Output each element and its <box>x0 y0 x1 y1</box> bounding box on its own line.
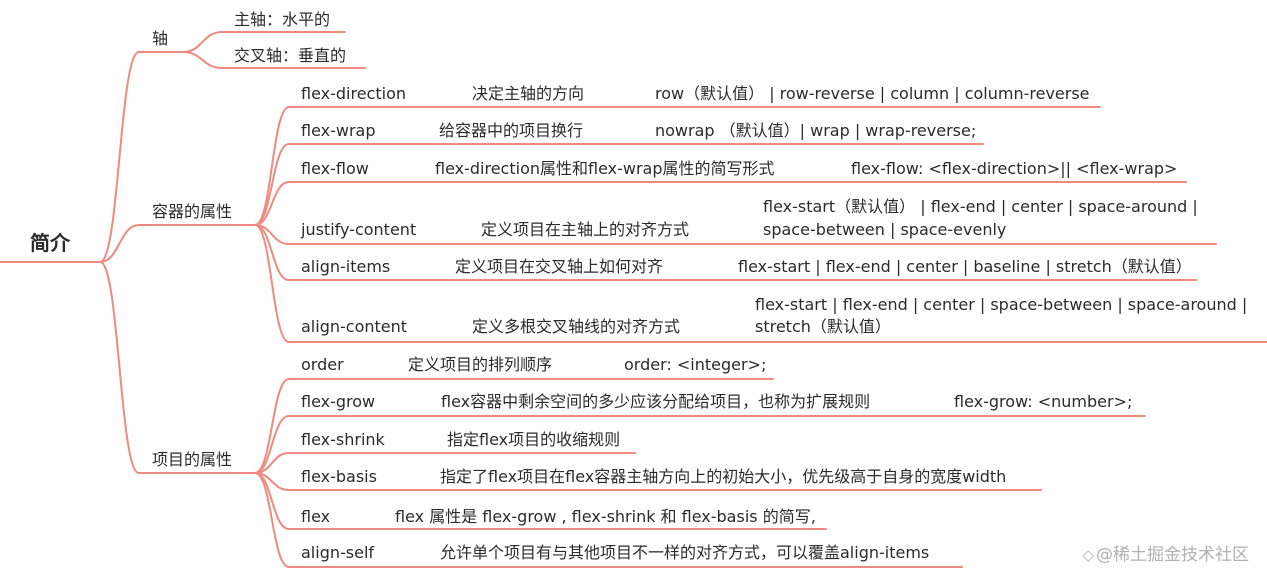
child-connector <box>254 224 290 343</box>
child-connector <box>254 472 290 568</box>
child-connector <box>254 143 290 226</box>
property-name: flex <box>301 507 331 526</box>
juejin-logo-icon: ◇ <box>1082 546 1094 564</box>
property-name: flex-basis <box>301 467 377 486</box>
child-connector <box>254 106 290 226</box>
watermark-text: @稀土掘金技术社区 <box>1096 545 1249 565</box>
property-values: flex-start | flex-end | center | baselin… <box>738 257 1192 276</box>
property-name: align-items <box>301 257 391 276</box>
property-values: space-between | space-evenly <box>763 220 1007 239</box>
property-name: align-self <box>301 543 375 562</box>
child-connector <box>182 51 223 69</box>
branch-topic: 项目的属性 <box>152 450 233 469</box>
property-description: 决定主轴的方向 <box>472 84 585 103</box>
property-name: flex-wrap <box>301 121 376 140</box>
property-description: 定义项目在主轴上的对齐方式 <box>481 220 690 239</box>
property-values: flex-start | flex-end | center | space-b… <box>755 295 1248 314</box>
child-connector <box>254 181 290 226</box>
property-description: 定义多根交叉轴线的对齐方式 <box>472 317 681 336</box>
branch-connector <box>99 224 140 263</box>
property-values: order: <integer>; <box>624 355 767 374</box>
property-description: flex 属性是 flex-grow , flex-shrink 和 flex-… <box>395 507 816 526</box>
property-description: 定义项目在交叉轴上如何对齐 <box>455 257 664 276</box>
property-values: row（默认值） | row-reverse | column | column… <box>655 84 1090 103</box>
property-name: align-content <box>301 317 408 336</box>
property-name: flex-grow <box>301 392 376 411</box>
property-description: 指定flex项目的收缩规则 <box>447 430 621 449</box>
child-connector <box>254 378 290 474</box>
branch-connector <box>99 51 140 263</box>
property-name: order <box>301 355 344 374</box>
property-name: 交叉轴：垂直的 <box>234 46 347 65</box>
property-name: 主轴：水平的 <box>234 10 331 29</box>
property-description: 允许单个项目有与其他项目不一样的对齐方式，可以覆盖align-items <box>440 543 930 562</box>
child-connector <box>182 31 223 53</box>
property-name: flex-flow <box>301 159 369 178</box>
child-connector <box>254 224 290 281</box>
property-values: flex-flow: <flex-direction>|| <flex-wrap… <box>851 159 1178 178</box>
property-name: flex-shrink <box>301 430 385 449</box>
root-topic: 简介 <box>30 231 70 255</box>
property-values: flex-grow: <number>; <box>954 392 1133 411</box>
property-description: 指定了flex项目在flex容器主轴方向上的初始大小，优先级高于自身的宽度wid… <box>440 467 1007 486</box>
property-description: flex容器中剩余空间的多少应该分配给项目，也称为扩展规则 <box>441 392 871 411</box>
property-description: 给容器中的项目换行 <box>439 121 584 140</box>
property-description: flex-direction属性和flex-wrap属性的简写形式 <box>435 159 775 178</box>
property-name: justify-content <box>301 220 417 239</box>
property-name: flex-direction <box>301 84 406 103</box>
branch-connector <box>99 261 140 474</box>
property-values: stretch（默认值） <box>755 317 891 336</box>
property-values: nowrap （默认值）| wrap | wrap-reverse; <box>655 121 977 140</box>
watermark: ◇@稀土掘金技术社区 <box>1082 540 1249 565</box>
property-description: 定义项目的排列顺序 <box>408 355 553 374</box>
branch-topic: 轴 <box>152 29 169 48</box>
property-values: flex-start（默认值） | flex-end | center | sp… <box>763 197 1198 216</box>
branch-topic: 容器的属性 <box>152 202 233 221</box>
